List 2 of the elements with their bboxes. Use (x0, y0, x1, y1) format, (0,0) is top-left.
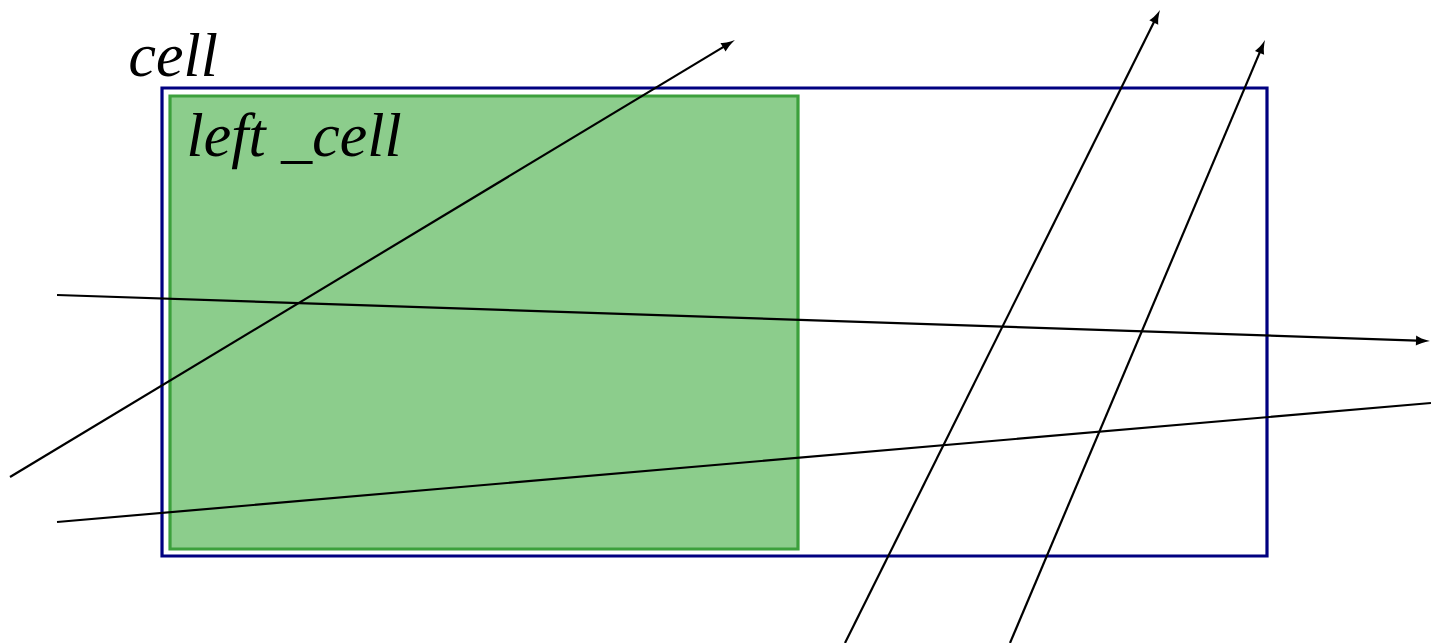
inner-cell-box: left _cell (168, 94, 800, 551)
node-label: cell (130, 32, 217, 77)
